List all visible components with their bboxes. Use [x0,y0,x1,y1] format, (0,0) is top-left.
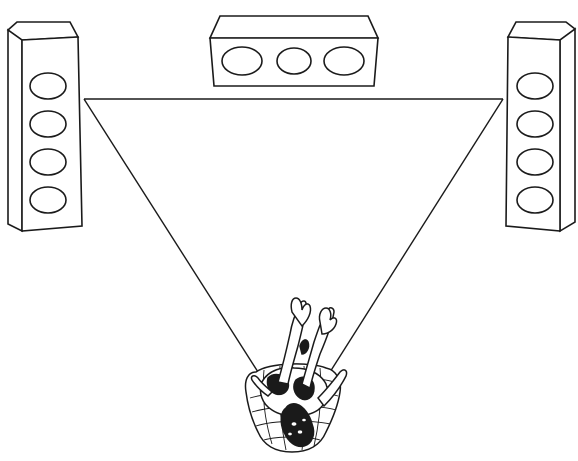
listener-head [280,403,315,448]
listener-side-arm-left [250,375,274,397]
listener-finger-detail [299,339,310,355]
center-speaker-top [208,15,380,39]
driver-icon [29,148,67,176]
driver-icon [221,46,263,76]
triangle-left-edge [83,98,259,373]
right-speaker-side [559,27,576,233]
driver-icon [29,186,67,214]
listener-icon [244,297,348,453]
triangle-right-edge [329,98,504,373]
listener-right-hand [318,307,338,335]
driver-icon [516,72,554,100]
left-speaker-side [7,28,23,233]
right-speaker-drivers [516,72,554,214]
driver-icon [323,46,365,76]
left-speaker [6,21,83,233]
listener-hair-highlights [288,418,306,436]
driver-icon [276,47,312,75]
left-speaker-drivers [29,72,67,214]
listening-triangle [83,98,504,373]
center-speaker [208,15,380,87]
driver-icon [516,148,554,176]
driver-icon [516,110,554,138]
driver-icon [29,72,67,100]
driver-icon [29,110,67,138]
driver-icon [516,186,554,214]
right-speaker [505,21,577,233]
center-speaker-drivers [221,46,365,76]
listener-side-arm [317,369,348,408]
listener-left-hand [290,297,312,328]
